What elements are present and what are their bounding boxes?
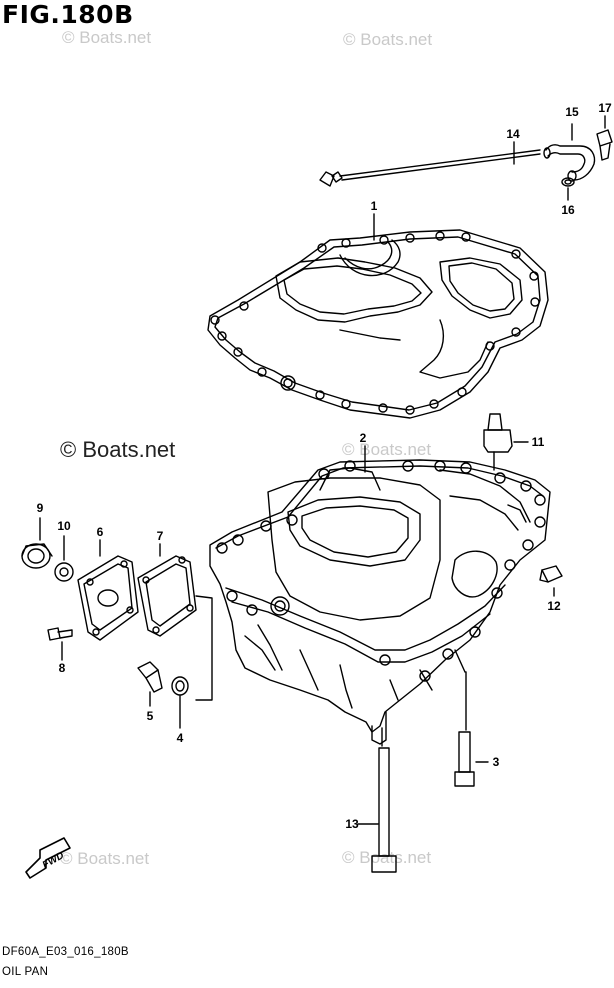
bolt-part-17 <box>596 115 613 161</box>
watermark: © Boats.net <box>342 440 432 459</box>
callout-12: 12 <box>547 599 561 613</box>
washer-part-10 <box>54 535 74 582</box>
fwd-arrow <box>25 837 71 879</box>
watermark: © Boats.net <box>343 30 433 49</box>
callout-10: 10 <box>57 519 71 533</box>
callout-5: 5 <box>147 709 154 723</box>
callout-16: 16 <box>561 203 575 217</box>
leader-bracket <box>195 595 213 701</box>
callout-3: 3 <box>493 755 500 769</box>
bolt-part-13 <box>357 727 397 873</box>
callout-7: 7 <box>157 529 164 543</box>
cover-part-6 <box>77 539 139 641</box>
callout-17: 17 <box>598 101 612 115</box>
plug-part-12 <box>539 565 563 597</box>
fwd-label: FWD <box>41 850 66 871</box>
gasket-part-1 <box>207 229 549 419</box>
figure-title: FIG.180B <box>2 0 134 29</box>
oil-pan-part-2 <box>209 459 551 745</box>
callout-14: 14 <box>506 127 520 141</box>
callout-2: 2 <box>360 431 367 445</box>
fitting-part-11 <box>483 413 529 471</box>
callout-15: 15 <box>565 105 579 119</box>
callout-1: 1 <box>371 199 378 213</box>
bolt-part-3 <box>454 671 489 787</box>
plug-part-5 <box>137 661 163 707</box>
gasket-part-7 <box>137 543 197 637</box>
callout-4: 4 <box>177 731 184 745</box>
callout-8: 8 <box>59 661 66 675</box>
guide-pipe-part-15 <box>543 123 596 182</box>
callout-13: 13 <box>345 817 359 831</box>
o-ring-part-16 <box>561 177 575 201</box>
figure-name: OIL PAN <box>2 966 49 978</box>
watermark: © Boats.net <box>60 849 150 868</box>
watermark: © Boats.net <box>342 848 432 867</box>
plug-part-9 <box>21 517 53 569</box>
washer-part-4 <box>171 676 189 729</box>
watermark: © Boats.net <box>62 28 152 47</box>
callout-6: 6 <box>97 525 104 539</box>
figure-code: DF60A_E03_016_180B <box>2 946 129 958</box>
bolt-part-8 <box>47 627 73 661</box>
dipstick-part-14 <box>319 141 541 187</box>
callout-9: 9 <box>37 501 44 515</box>
watermark-bold: © Boats.net <box>60 437 176 462</box>
callout-11: 11 <box>532 435 545 449</box>
